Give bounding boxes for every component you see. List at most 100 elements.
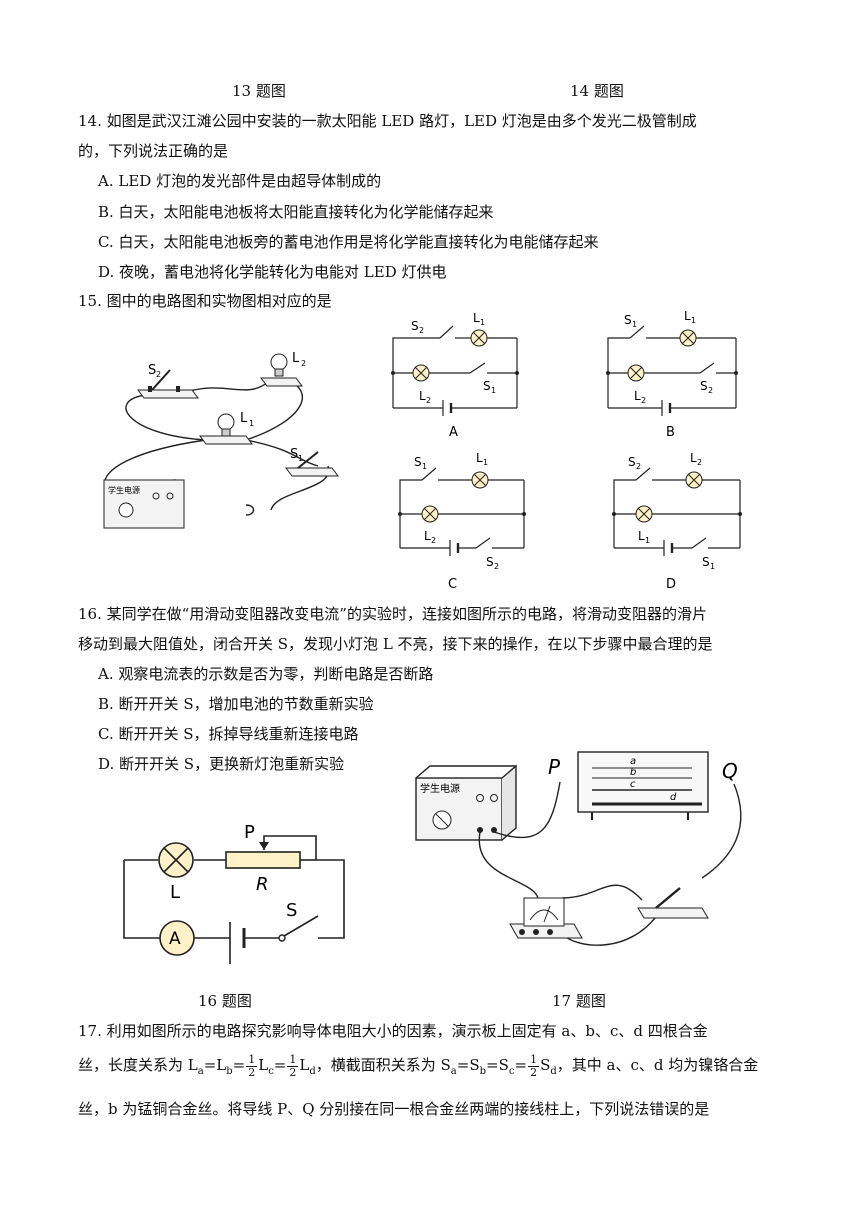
label-sub: 2 <box>419 326 424 335</box>
label-sub: 1 <box>422 462 427 471</box>
q15-stem: 15. 图中的电路图和实物图相对应的是 <box>78 292 332 310</box>
q15-label-l1: L <box>240 411 248 426</box>
q15-option-c-label: C <box>448 577 457 592</box>
caption-fig14: 14 题图 <box>570 82 624 100</box>
label-sub: 1 <box>691 316 696 325</box>
q15-option-a-label: A <box>449 425 458 440</box>
label-sub: 2 <box>431 536 436 545</box>
fraction-numerator: 1 <box>246 1052 258 1067</box>
q17-text: ，其中 a、c、d 均为镍铬合金 <box>556 1056 759 1074</box>
label-l: L <box>634 389 641 403</box>
label-sub: 2 <box>641 396 646 405</box>
q15-switch-s2 <box>137 369 199 399</box>
label-sub: 2 <box>494 562 499 571</box>
q14-option-c: C. 白天，太阳能电池板旁的蓄电池作用是将化学能直接转化为电能储存起来 <box>98 233 599 251</box>
label-l: L <box>684 309 691 323</box>
label-sub: 1 <box>710 562 715 571</box>
q17-ammeter <box>509 897 583 939</box>
q17-text: =S <box>486 1056 509 1074</box>
label-s: S <box>414 455 422 469</box>
q17-sub: c <box>508 1066 515 1077</box>
q15-supply-label: 学生电源 <box>108 485 140 495</box>
q17-text: S <box>540 1056 551 1074</box>
q17-wire-d: d <box>670 792 677 803</box>
q15-label-s2-sub: 2 <box>156 370 161 379</box>
q17-sub: d <box>550 1066 557 1077</box>
q14-option-d: D. 夜晚，蓄电池将化学能转化为电能对 LED 灯供电 <box>98 263 447 281</box>
q17-apparatus: 学生电源 a b c d P Q <box>415 751 742 946</box>
label-s: S <box>486 555 494 569</box>
q17-wire-c: c <box>630 779 636 790</box>
q15-switch-s1 <box>285 451 339 477</box>
q16-stem-line1: 16. 某同学在做“用滑动变阻器改变电流”的实验时，连接如图所示的电路，将滑动变… <box>78 605 707 623</box>
q17-power-supply <box>415 764 517 841</box>
label-l: L <box>424 529 431 543</box>
q16-label-r: R <box>256 874 269 895</box>
q17-supply-label: 学生电源 <box>420 782 460 795</box>
label-s: S <box>483 379 491 393</box>
label-sub: 1 <box>491 386 496 395</box>
q17-sub: c <box>268 1066 274 1077</box>
label-sub: 1 <box>645 536 650 545</box>
q16-label-s: S <box>286 900 297 921</box>
q14-stem-line2: 的，下列说法正确的是 <box>78 142 229 160</box>
q17-switch <box>637 887 709 919</box>
fraction-denominator: 2 <box>289 1065 297 1079</box>
label-s: S <box>702 555 710 569</box>
label-s: S <box>411 319 419 333</box>
q17-wire-a: a <box>630 756 636 767</box>
q14-stem-line1: 14. 如图是武汉江滩公园中安装的一款太阳能 LED 路灯，LED 灯泡是由多个… <box>78 112 697 130</box>
q16-circuit-diagram: A L P R S <box>123 822 345 964</box>
q15-label-l2-sub: 2 <box>301 359 306 368</box>
label-l: L <box>638 529 645 543</box>
label-sub: 2 <box>636 462 641 471</box>
q15-bulb-l1 <box>199 413 253 445</box>
q17-sub: d <box>309 1066 316 1077</box>
fraction-numerator: 1 <box>528 1052 540 1067</box>
label-sub: 1 <box>632 320 637 329</box>
q15-label-l1-sub: 1 <box>249 419 254 428</box>
q14-option-a: A. LED 灯泡的发光部件是由超导体制成的 <box>98 172 382 190</box>
q16-label-p: P <box>244 822 255 843</box>
q17-sub: b <box>226 1066 233 1077</box>
label-sub: 1 <box>480 318 485 327</box>
q16-stem-line2: 移动到最大阻值处，闭合开关 S，发现小灯泡 L 不亮，接下来的操作，在以下步骤中… <box>78 635 713 653</box>
q17-text: = <box>514 1056 528 1074</box>
label-sub: 2 <box>708 386 713 395</box>
q15-bulb-l2 <box>260 353 303 387</box>
q15-label-l2: L <box>292 351 300 366</box>
q15-power-supply <box>103 479 185 529</box>
q17-lead-q: Q <box>722 759 738 783</box>
q17-wire-b: b <box>630 767 636 778</box>
q15-physical-circuit: S 2 L 2 L 1 S 1 学生电源 <box>103 351 339 529</box>
q17-stem-line1: 17. 利用如图所示的电路探究影响导体电阻大小的因素，演示板上固定有 a、b、c… <box>78 1022 708 1040</box>
caption-fig17: 17 题图 <box>552 992 606 1010</box>
q14-option-b: B. 白天，太阳能电池板将太阳能直接转化为化学能储存起来 <box>98 203 494 221</box>
label-l: L <box>476 451 483 465</box>
q17-text: =L <box>203 1056 227 1074</box>
label-l: L <box>473 311 480 325</box>
q16-ammeter-label: A <box>169 929 181 949</box>
q16-option-b: B. 断开开关 S，增加电池的节数重新实验 <box>98 695 374 713</box>
q17-text: L <box>258 1056 269 1074</box>
q15-option-d-label: D <box>666 577 676 592</box>
q17-stem-line3: 丝，b 为锰铜合金丝。将导线 P、Q 分别接在同一根合金丝两端的接线柱上，下列说… <box>78 1100 710 1118</box>
q15-label-s2: S <box>148 363 156 378</box>
q15-label-s1-sub: 1 <box>298 454 303 463</box>
label-sub: 2 <box>426 396 431 405</box>
label-s: S <box>628 455 636 469</box>
caption-fig16: 16 题图 <box>198 992 252 1010</box>
q17-text: ，横截面积关系为 S <box>315 1056 451 1074</box>
label-l: L <box>419 389 426 403</box>
q17-text: = <box>232 1056 246 1074</box>
q17-demo-board <box>577 751 709 820</box>
q16-option-c: C. 断开开关 S，拆掉导线重新连接电路 <box>98 725 359 743</box>
q16-option-d: D. 断开开关 S，更换新灯泡重新实验 <box>98 755 345 773</box>
